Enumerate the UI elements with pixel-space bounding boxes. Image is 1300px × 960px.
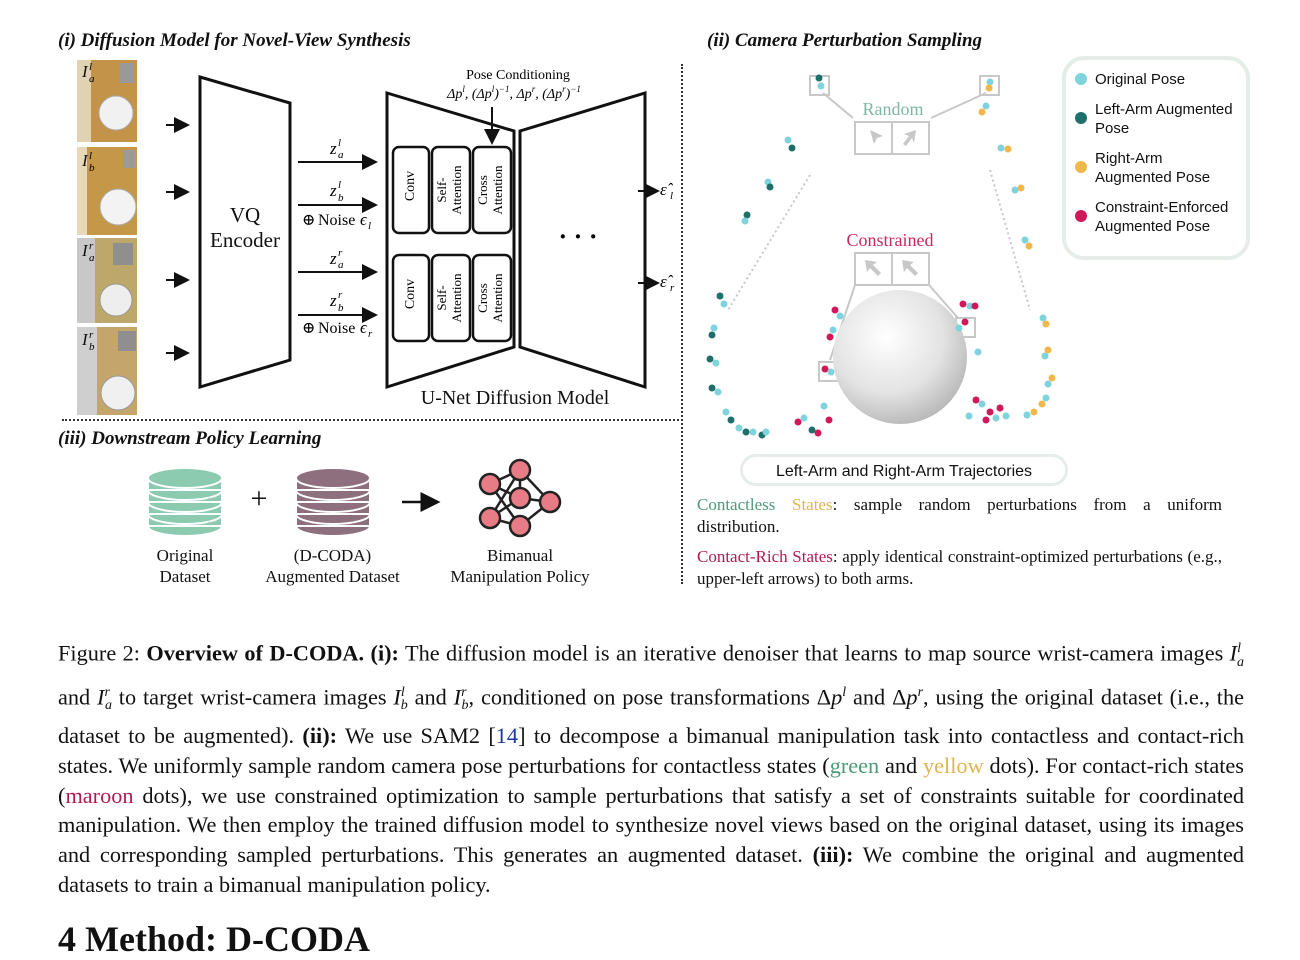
svg-text:l: l — [368, 220, 371, 232]
svg-text:b: b — [89, 341, 95, 353]
panel-i-title: (i) Diffusion Model for Novel-View Synth… — [58, 30, 411, 51]
wrist-image-right-source — [77, 238, 137, 323]
citation-link[interactable]: 14 — [495, 723, 519, 749]
svg-text:Attention: Attention — [490, 165, 505, 215]
svg-text:r: r — [89, 240, 94, 252]
svg-text:Self-: Self- — [434, 285, 449, 310]
unet-diffusion-model-label: U-Net Diffusion Model — [420, 387, 610, 409]
legend-dot-constraint — [1075, 210, 1087, 222]
random-label: Random — [862, 99, 924, 119]
svg-text:⊕: ⊕ — [302, 212, 315, 229]
constrained-arrow-left-icon — [865, 260, 881, 276]
constrained-arrows-box — [854, 252, 930, 286]
policy-label: Bimanual Manipulation Policy — [450, 546, 590, 586]
svg-text:l: l — [670, 190, 673, 202]
svg-text:b: b — [338, 302, 344, 314]
svg-text:a: a — [89, 252, 95, 264]
svg-text:l: l — [89, 61, 92, 73]
svg-text:Conv: Conv — [403, 171, 418, 201]
svg-text:r: r — [338, 289, 343, 301]
augmented-dataset-icon — [295, 467, 371, 537]
self-attention-block-left: Self-Attention — [430, 145, 472, 235]
svg-text:I: I — [81, 241, 89, 260]
svg-text:r: r — [89, 329, 94, 341]
svg-text:l: l — [338, 179, 341, 191]
perturbation-sampling-diagram — [706, 74, 1056, 439]
pose-conditioning-formula: Δpl, (Δpl)−1, Δpr, (Δpr)−1 — [446, 84, 581, 102]
svg-text:Attention: Attention — [449, 273, 464, 323]
unet-encoder-shape — [385, 90, 516, 390]
svg-text:z: z — [329, 249, 337, 268]
vq-encoder-label: VQ Encoder — [210, 203, 280, 252]
svg-text:b: b — [338, 192, 344, 204]
ball-object — [833, 290, 967, 424]
svg-text:ϵ: ϵ — [360, 210, 368, 229]
figure-caption: Figure 2: Overview of D-CODA. (i): The d… — [58, 640, 1244, 897]
pose-conditioning-label: Pose Conditioning — [466, 68, 570, 83]
self-attention-block-right: Self-Attention — [430, 253, 472, 343]
policy-learning-diagram — [147, 458, 562, 538]
conv-block-left: Conv — [391, 145, 431, 235]
svg-text:z: z — [329, 181, 337, 200]
svg-text:l: l — [89, 150, 92, 162]
random-arrows-box — [854, 121, 930, 155]
svg-text:I: I — [81, 151, 89, 170]
constrained-arrow-right-icon — [902, 260, 918, 276]
svg-text:Cross: Cross — [475, 175, 490, 205]
noise-label-left: Noise — [318, 212, 355, 229]
random-arrow-diag-icon — [903, 130, 916, 146]
trajectory-dots — [706, 74, 1056, 439]
svg-text:Conv: Conv — [403, 279, 418, 309]
legend-dot-right-arm — [1075, 161, 1087, 173]
legend-dot-original — [1075, 73, 1087, 85]
legend-dot-left-arm — [1075, 112, 1087, 124]
svg-text:l: l — [338, 137, 341, 149]
wrist-image-left-target — [77, 147, 137, 235]
augmented-dataset-label: (D-CODA) Augmented Dataset — [265, 546, 400, 586]
neural-network-icon — [478, 458, 562, 538]
conv-block-right: Conv — [391, 253, 431, 343]
svg-text:a: a — [338, 149, 344, 161]
svg-text:ϵ: ϵ — [360, 318, 368, 337]
contactrich-description: Contact-Rich States: apply identical con… — [697, 547, 1222, 588]
wrist-image-right-target — [77, 327, 137, 415]
trajectories-label: Left-Arm and Right-Arm Trajectories — [740, 454, 1068, 486]
panel-ii-title: (ii) Camera Perturbation Sampling — [707, 30, 983, 51]
svg-text:r: r — [670, 282, 675, 294]
legend-box — [1062, 56, 1250, 260]
svg-text:I: I — [81, 330, 89, 349]
svg-text:z: z — [329, 291, 337, 310]
svg-text:Attention: Attention — [449, 165, 464, 215]
constrained-label: Constrained — [846, 230, 934, 250]
divider-vertical — [681, 64, 683, 584]
svg-text:a: a — [89, 73, 95, 85]
panel-iii-title: (iii) Downstream Policy Learning — [58, 428, 322, 449]
svg-text:r: r — [368, 328, 373, 340]
divider-horizontal — [62, 419, 679, 421]
svg-text:r: r — [338, 247, 343, 259]
vq-encoder-shape — [198, 75, 292, 390]
svg-text:z: z — [329, 139, 337, 158]
svg-text:⊕: ⊕ — [302, 320, 315, 337]
svg-text:a: a — [338, 259, 344, 271]
original-dataset-label: Original Dataset — [156, 546, 214, 586]
svg-text:b: b — [89, 162, 95, 174]
wrist-image-left-source — [77, 60, 137, 142]
original-dataset-icon — [147, 467, 223, 537]
next-section-heading: 4 Method: D-CODA — [58, 919, 370, 959]
svg-text:Cross: Cross — [475, 283, 490, 313]
random-arrow-up-icon — [870, 130, 883, 144]
noise-label-right: Noise — [318, 320, 355, 337]
plus-sign: + — [250, 482, 268, 515]
unet-ellipsis: · · · — [558, 222, 597, 251]
svg-text:Attention: Attention — [490, 273, 505, 323]
unet-decoder-shape — [518, 90, 647, 390]
svg-text:Self-: Self- — [434, 177, 449, 202]
contactless-description: Contactless States: sample random pertur… — [697, 495, 1222, 536]
svg-text:I: I — [81, 62, 89, 81]
